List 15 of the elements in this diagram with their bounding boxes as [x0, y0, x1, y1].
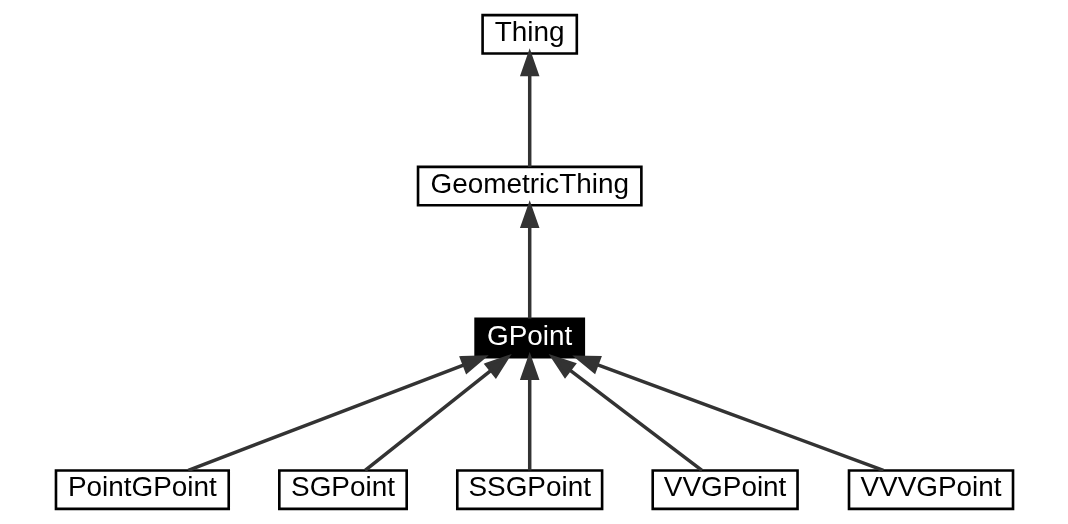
- arrow: [363, 353, 512, 472]
- node-box: VVVGPoint: [847, 469, 1014, 511]
- node-box: GeometricThing: [416, 165, 643, 207]
- arrow: [571, 355, 884, 472]
- node-box: Thing: [480, 13, 578, 55]
- arrow: [519, 351, 539, 471]
- node-box: GPoint: [473, 317, 585, 359]
- node-box: SSGPoint: [455, 469, 603, 511]
- node-box: SGPoint: [277, 469, 408, 511]
- arrow: [519, 200, 539, 319]
- arrow: [548, 354, 703, 472]
- arrow: [187, 355, 489, 472]
- node-box: PointGPoint: [54, 469, 230, 511]
- node-box: VVGPoint: [650, 469, 799, 511]
- arrow: [519, 48, 539, 167]
